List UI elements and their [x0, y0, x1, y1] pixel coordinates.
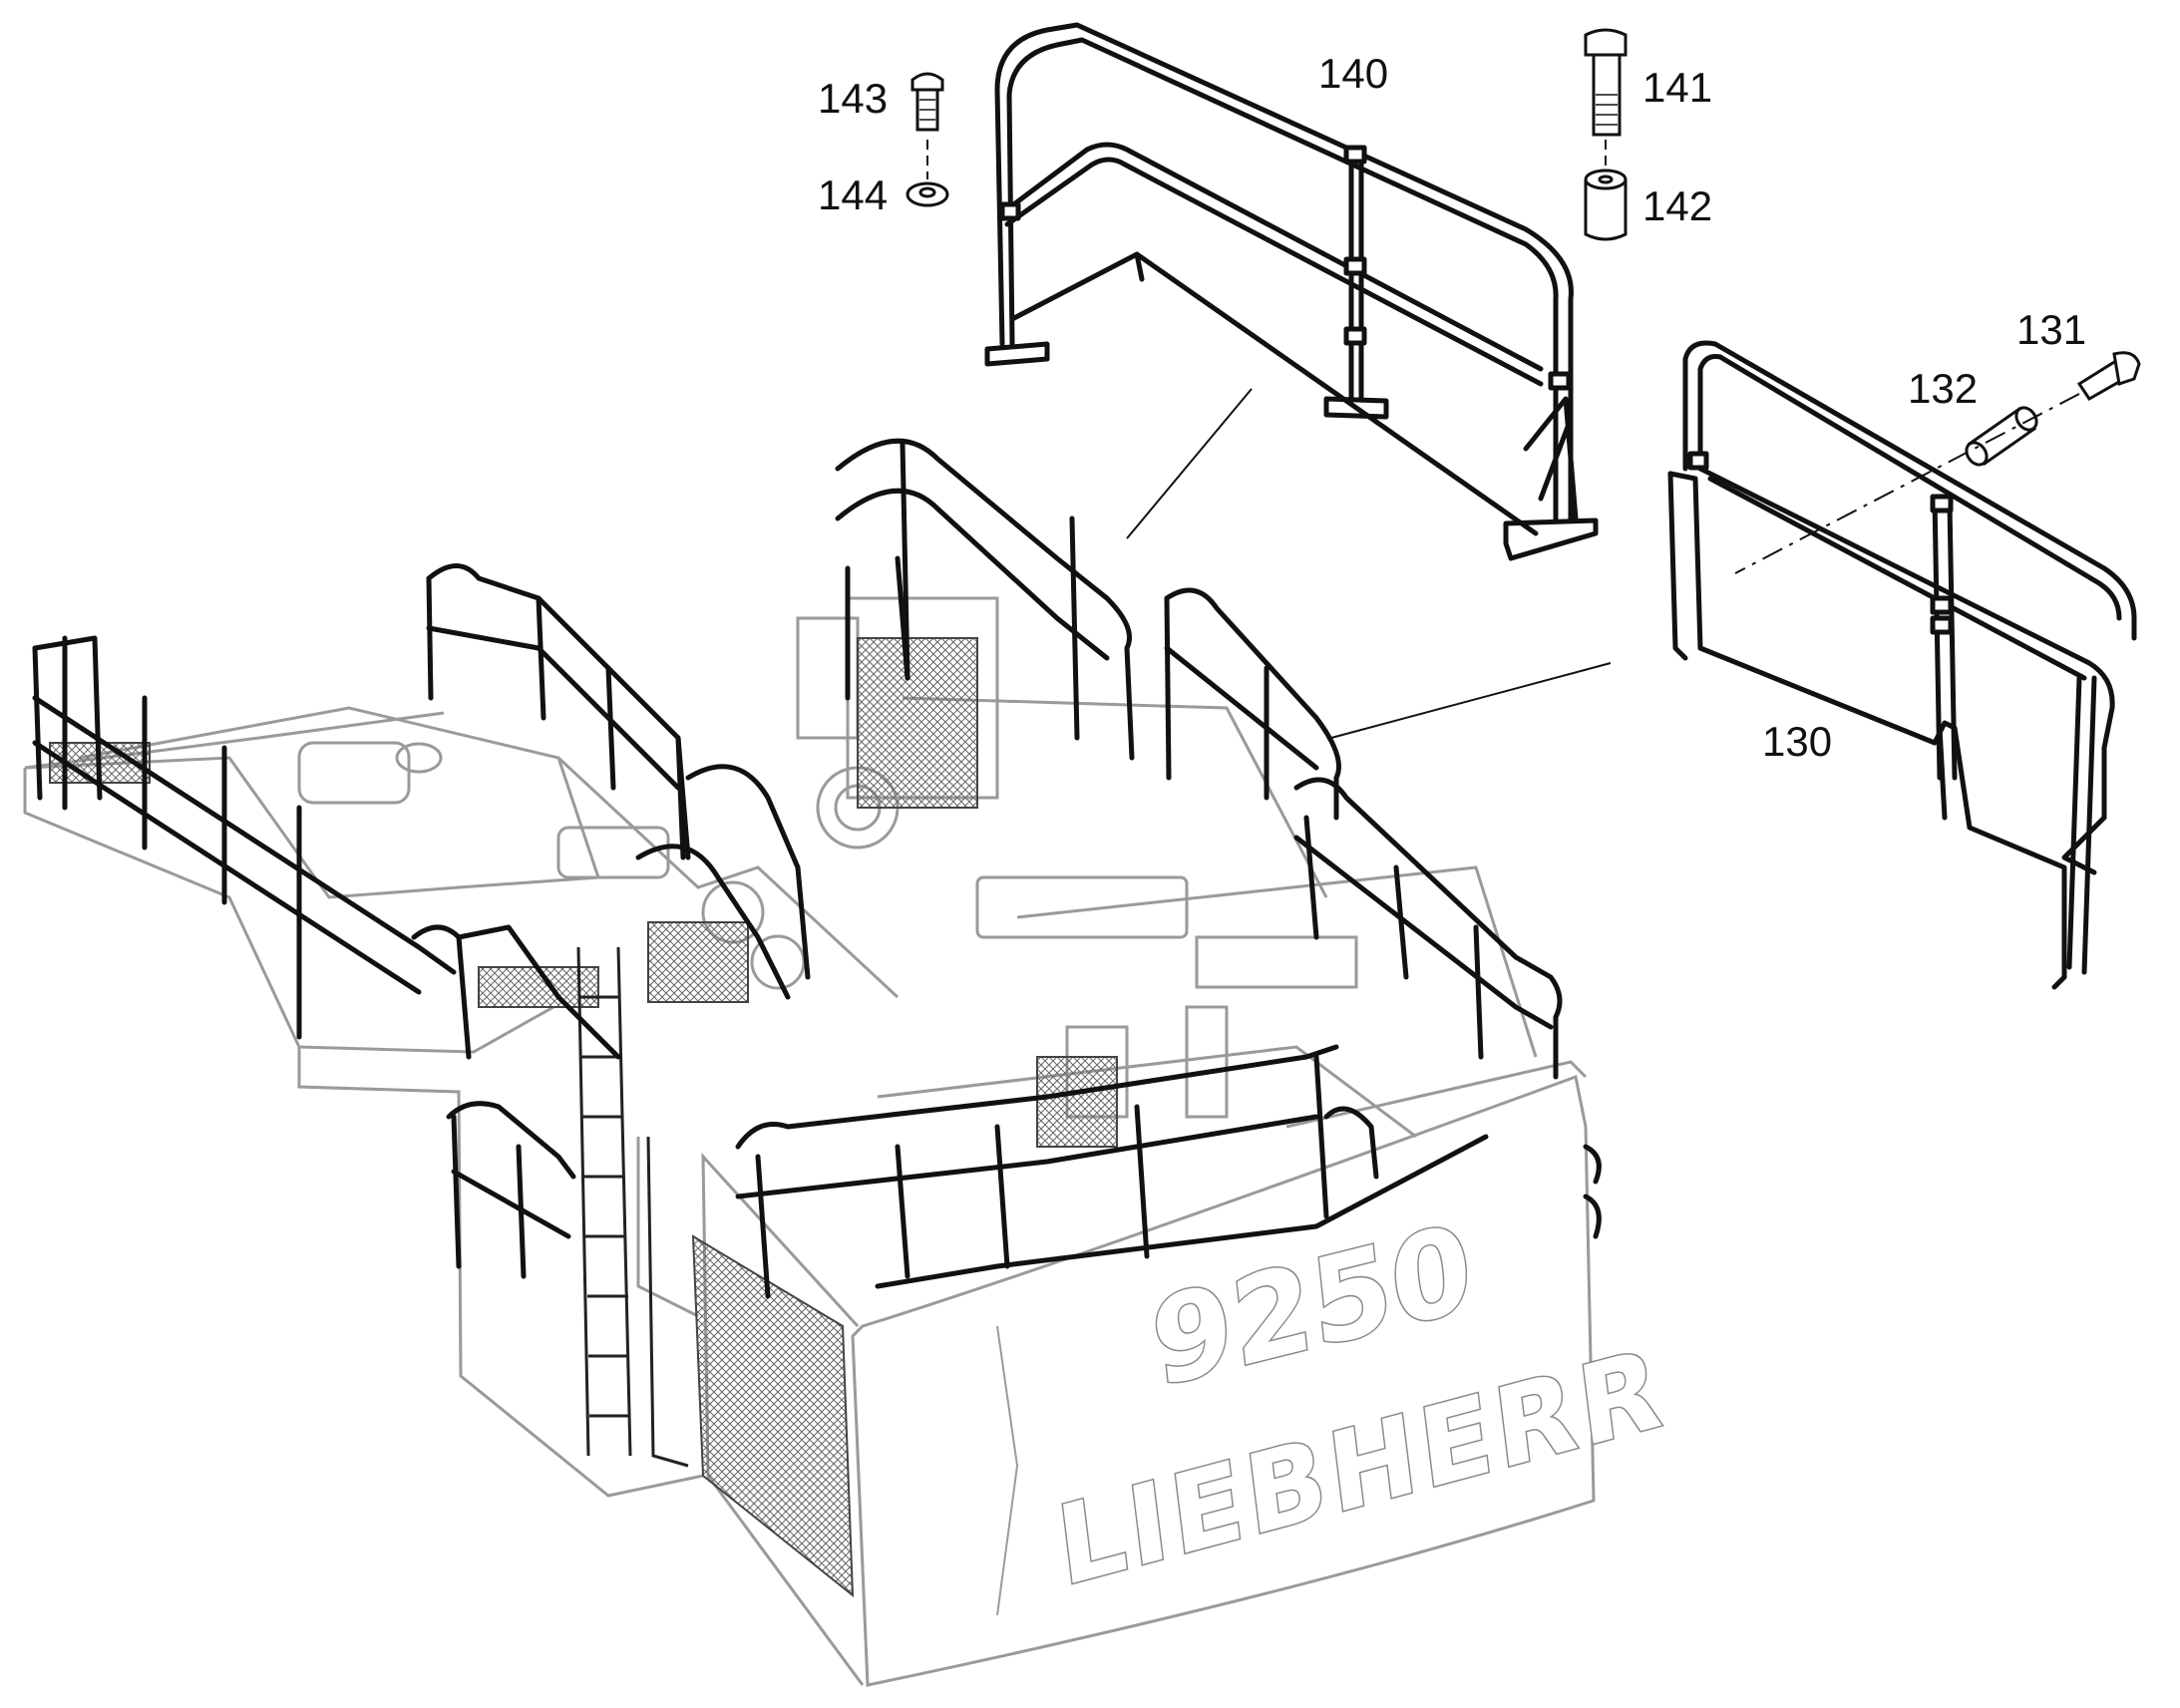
callout-143: 143 [818, 75, 889, 122]
spacer-132-icon [1965, 406, 2038, 467]
callout-140: 140 [1318, 50, 1389, 97]
part-140-railing [984, 22, 1599, 561]
part-130-railing [1667, 340, 2137, 990]
machine-handrails [32, 438, 1602, 1299]
callout-132: 132 [1908, 365, 1979, 412]
callout-131: 131 [2016, 306, 2087, 353]
counterweight-panel [996, 1325, 1019, 1616]
bolt-141-icon [1584, 28, 1628, 137]
spacer-142-icon [1584, 169, 1628, 241]
bolt-143-icon [910, 72, 944, 132]
callout-141: 141 [1642, 64, 1713, 111]
bolt-131-icon [2076, 351, 2141, 401]
callout-142: 142 [1642, 182, 1713, 229]
callout-130: 130 [1762, 718, 1833, 765]
hardware-parts [906, 28, 2141, 467]
leader-lines [926, 140, 2080, 739]
callout-144: 144 [818, 171, 889, 218]
access-ladder [576, 946, 689, 1468]
